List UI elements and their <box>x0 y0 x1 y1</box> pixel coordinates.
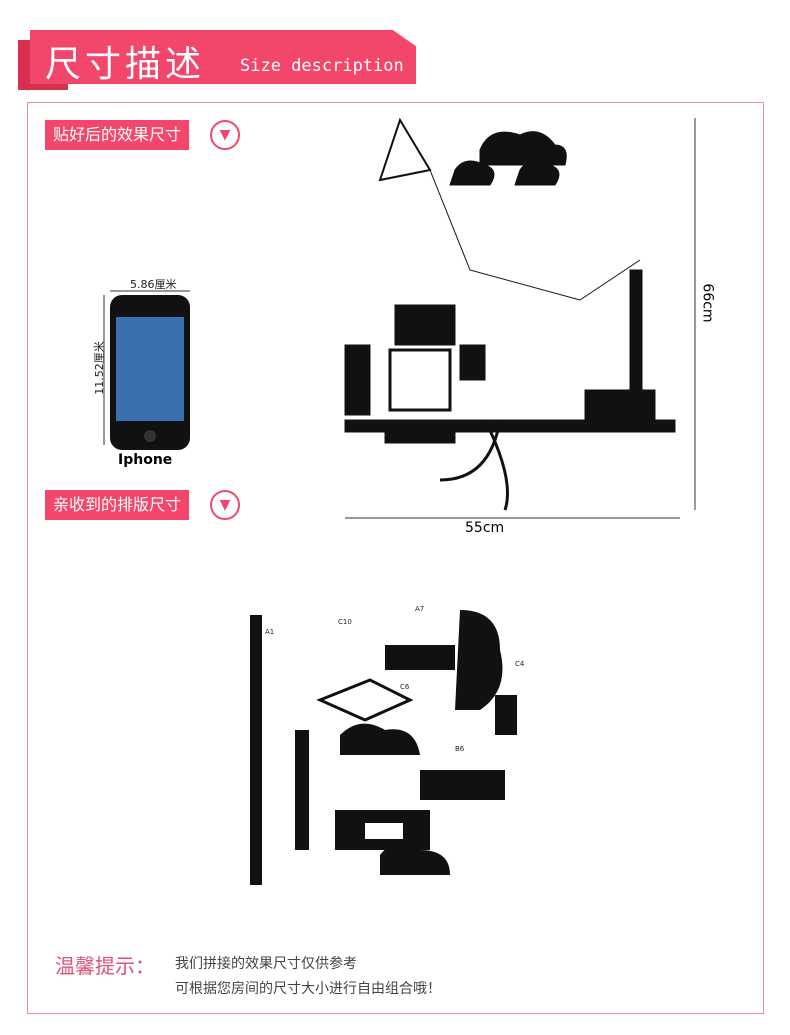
decal-layout-sheet <box>250 610 517 885</box>
installed-size-label: 贴好后的效果尺寸 <box>45 120 190 150</box>
height-dimension: 66cm <box>699 283 716 323</box>
received-layout-label: 亲收到的排版尺寸 <box>45 490 190 520</box>
chevron-down-icon: ▼ <box>210 490 240 520</box>
phone-name: Iphone <box>118 452 173 468</box>
header-banner <box>30 30 416 84</box>
phone-width: 5.86厘米 <box>130 278 177 291</box>
width-dimension: 55cm <box>465 520 505 536</box>
phone-image <box>103 290 190 450</box>
part-label: C6 <box>400 683 410 691</box>
part-label: B6 <box>455 745 465 753</box>
assembled-decal-image <box>344 117 696 519</box>
tip-line-2: 可根据您房间的尺寸大小进行自由组合哦！ <box>175 981 441 997</box>
header-title-en: Size description <box>240 56 404 76</box>
part-label: A7 <box>415 605 425 613</box>
chevron-down-icon: ▼ <box>210 120 240 150</box>
part-label: A1 <box>265 628 275 636</box>
part-label: C10 <box>338 618 352 626</box>
header-title-cn: 尺寸描述 <box>45 44 206 85</box>
tip-label: 温馨提示： <box>55 954 155 978</box>
part-label: C4 <box>515 660 525 668</box>
tip-line-1: 我们拼接的效果尺寸仅供参考 <box>175 956 357 972</box>
content-frame <box>27 102 764 1014</box>
